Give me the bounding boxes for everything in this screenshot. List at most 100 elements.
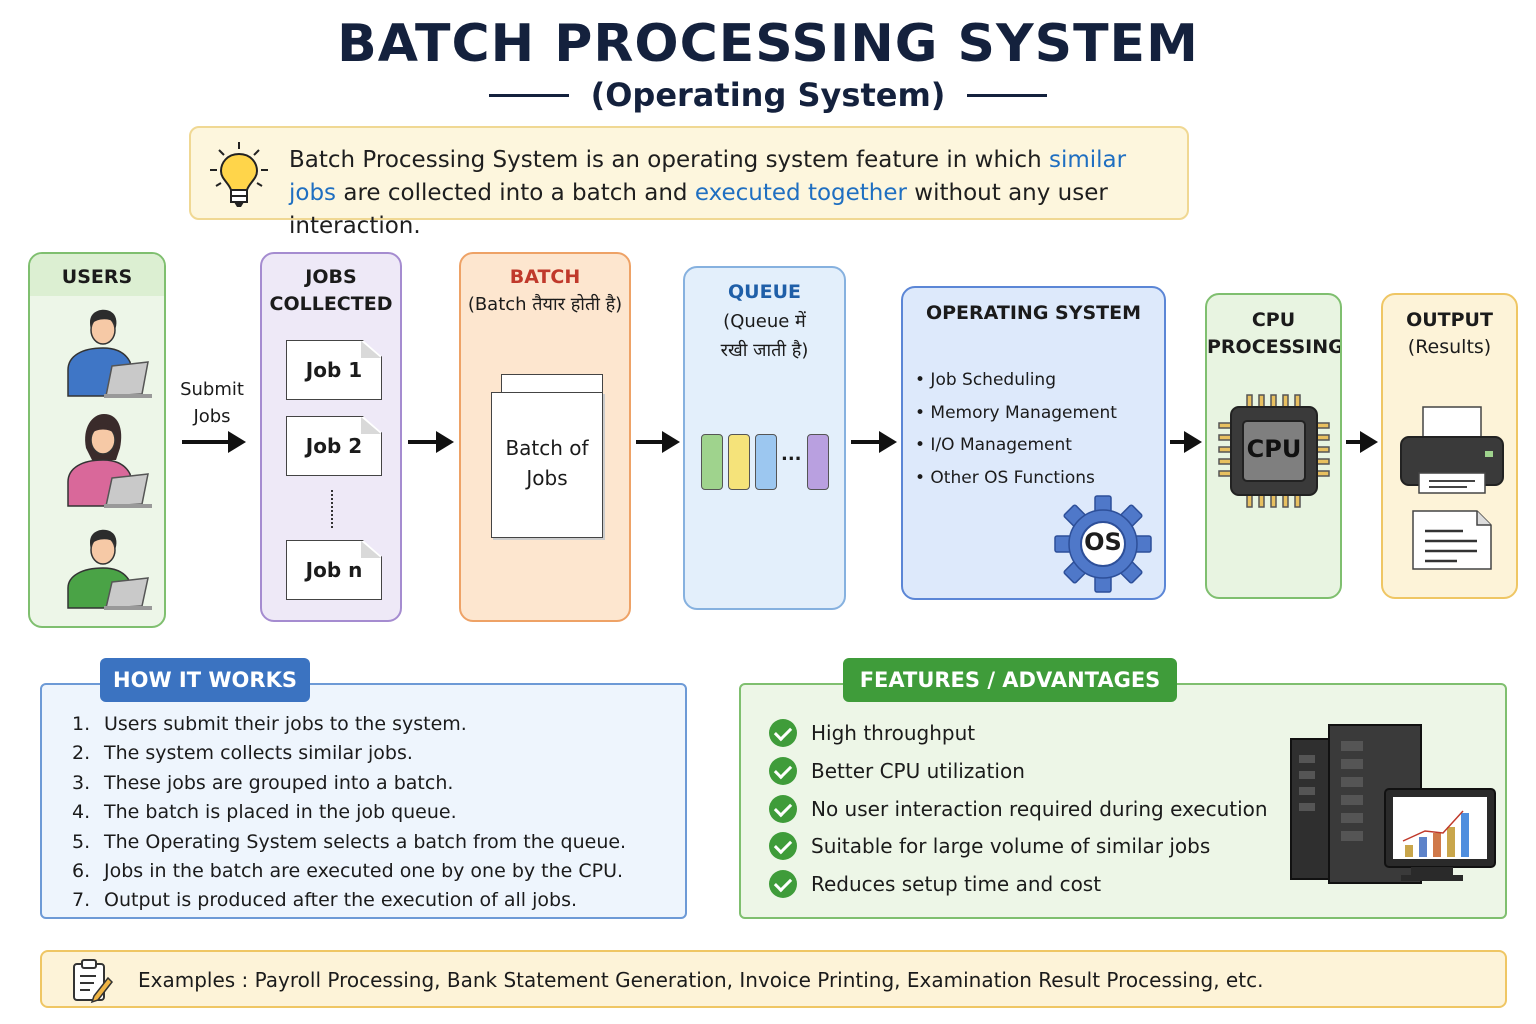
features-title: FEATURES / ADVANTAGES [843, 658, 1177, 702]
cpu-title-line-1: CPU [1251, 309, 1296, 331]
feature-item: Reduces setup time and cost [769, 870, 1101, 898]
batch-doc-front: Batch of Jobs [491, 392, 603, 538]
job-card: Job 1 [286, 340, 382, 400]
jobs-title: JOBS COLLECTED [262, 264, 400, 318]
how-step: 6. Jobs in the batch are executed one by … [72, 860, 623, 882]
definition-part-3: without any user interaction. [289, 180, 1108, 239]
queue-slot [701, 434, 723, 490]
check-icon [769, 719, 797, 747]
step-text: The system collects similar jobs. [104, 742, 413, 764]
how-step: 1. Users submit their jobs to the system. [72, 713, 467, 735]
os-function-item: • Memory Management [915, 403, 1117, 423]
job-card: Job 2 [286, 416, 382, 476]
page-title: BATCH PROCESSING SYSTEM [337, 14, 1199, 74]
cpu-chip-label: CPU [1246, 435, 1302, 463]
how-step: 7. Output is produced after the execution… [72, 889, 577, 911]
output-stage: OUTPUT (Results) [1381, 293, 1518, 599]
arrow-batch-to-queue [636, 431, 680, 453]
check-icon [769, 757, 797, 785]
queue-title-label: QUEUE [728, 281, 801, 303]
feature-text: High throughput [811, 721, 976, 745]
subtitle-row: (Operating System) [0, 76, 1536, 114]
batch-stage: BATCH (Batch तैयार होती है) Batch of Job… [459, 252, 631, 622]
feature-item: High throughput [769, 719, 975, 747]
queue-slot [807, 434, 829, 490]
jobs-collected-stage: JOBS COLLECTED Job 1 Job 2 Job n [260, 252, 402, 622]
jobs-title-line-2: COLLECTED [269, 293, 393, 315]
step-text: Jobs in the batch are executed one by on… [104, 860, 624, 882]
users-title: USERS [30, 254, 164, 296]
step-text: These jobs are grouped into a batch. [104, 772, 454, 794]
queue-subtitle-2: रखी जाती है) [720, 340, 809, 361]
page-subtitle: (Operating System) [590, 76, 946, 114]
user-green-icon [67, 529, 152, 610]
submit-label-line-1: Submit [180, 379, 244, 400]
submit-label-line-2: Jobs [193, 406, 231, 427]
feature-text: Suitable for large volume of similar job… [811, 834, 1211, 858]
os-title: OPERATING SYSTEM [925, 302, 1142, 324]
arrow-os-to-cpu [1170, 431, 1202, 453]
arrow-users-to-jobs [182, 431, 246, 453]
printer-icon [1400, 406, 1504, 570]
queue-slot [755, 434, 777, 490]
clipboard-pencil-icon [73, 959, 113, 1004]
step-number: 5. [72, 831, 91, 853]
step-text: The batch is placed in the job queue. [104, 801, 457, 823]
jobs-dotted-line [331, 490, 333, 528]
subtitle-rule-left [488, 93, 569, 97]
os-function-item: • Job Scheduling [915, 370, 1056, 390]
how-step: 3.These jobs are grouped into a batch. [72, 772, 453, 794]
how-step: 4.The batch is placed in the job queue. [72, 801, 457, 823]
batch-doc-line-2: Jobs [526, 466, 568, 490]
queue-ellipsis: ... [781, 444, 802, 465]
job-card: Job n [286, 540, 382, 600]
cpu-stage: CPU PROCESSING CPU [1205, 293, 1342, 599]
step-number: 7. [72, 889, 91, 911]
definition-box: Batch Processing System is an operating … [189, 126, 1189, 239]
subtitle-rule-right [967, 93, 1048, 97]
check-icon [769, 832, 797, 860]
batch-title-label: BATCH [509, 266, 581, 288]
step-text: Users submit their jobs to the system. [104, 713, 467, 735]
definition-part-1: Batch Processing System is an operating … [289, 147, 1049, 173]
step-number: 1. [72, 713, 91, 735]
queue-title: QUEUE (Queue में रखी जाती है) [685, 278, 844, 365]
os-function-item: • I/O Management [915, 435, 1072, 455]
arrow-cpu-to-output [1346, 431, 1378, 453]
definition-highlight-2: executed together [694, 180, 907, 206]
feature-item: Suitable for large volume of similar job… [769, 832, 1210, 860]
os-gear-icon [1054, 495, 1152, 593]
users-stage: USERS [28, 252, 166, 628]
step-number: 2. [72, 742, 91, 764]
user-blue-icon [67, 309, 152, 398]
queue-stage: QUEUE (Queue में रखी जाती है) ... [683, 266, 846, 610]
check-icon [769, 795, 797, 823]
step-text: Output is produced after the execution o… [104, 889, 578, 911]
output-subtitle: (Results) [1407, 336, 1492, 358]
arrow-jobs-to-batch [408, 431, 454, 453]
batch-title: BATCH (Batch तैयार होती है) [461, 264, 629, 318]
feature-item: Better CPU utilization [769, 757, 1025, 785]
lightbulb-icon [210, 142, 268, 207]
how-it-works-panel: 1. Users submit their jobs to the system.… [40, 683, 687, 919]
features-panel: High throughput Better CPU utilization N… [739, 683, 1507, 919]
output-title-label: OUTPUT [1406, 309, 1493, 331]
output-title: OUTPUT (Results) [1383, 307, 1516, 361]
definition-highlight-1: similar jobs [289, 147, 1127, 206]
examples-text: Examples : Payroll Processing, Bank Stat… [138, 968, 1264, 992]
definition-part-2: are collected into a batch and [336, 180, 695, 206]
server-monitor-icon [1290, 724, 1496, 884]
queue-subtitle-1: (Queue में [723, 311, 806, 332]
examples-bar: Examples : Payroll Processing, Bank Stat… [40, 950, 1507, 1008]
definition-text: Batch Processing System is an operating … [289, 144, 1179, 243]
batch-doc-line-1: Batch of [505, 436, 589, 460]
step-number: 6. [72, 860, 91, 882]
os-function-item: • Other OS Functions [915, 468, 1095, 488]
batch-subtitle: (Batch तैयार होती है) [467, 294, 623, 315]
check-icon [769, 870, 797, 898]
queue-slot [728, 434, 750, 490]
step-text: The Operating System selects a batch fro… [104, 831, 627, 853]
cpu-title: CPU PROCESSING [1207, 307, 1340, 361]
how-it-works-title: HOW IT WORKS [100, 658, 310, 702]
os-badge-label: OS [1084, 528, 1122, 556]
